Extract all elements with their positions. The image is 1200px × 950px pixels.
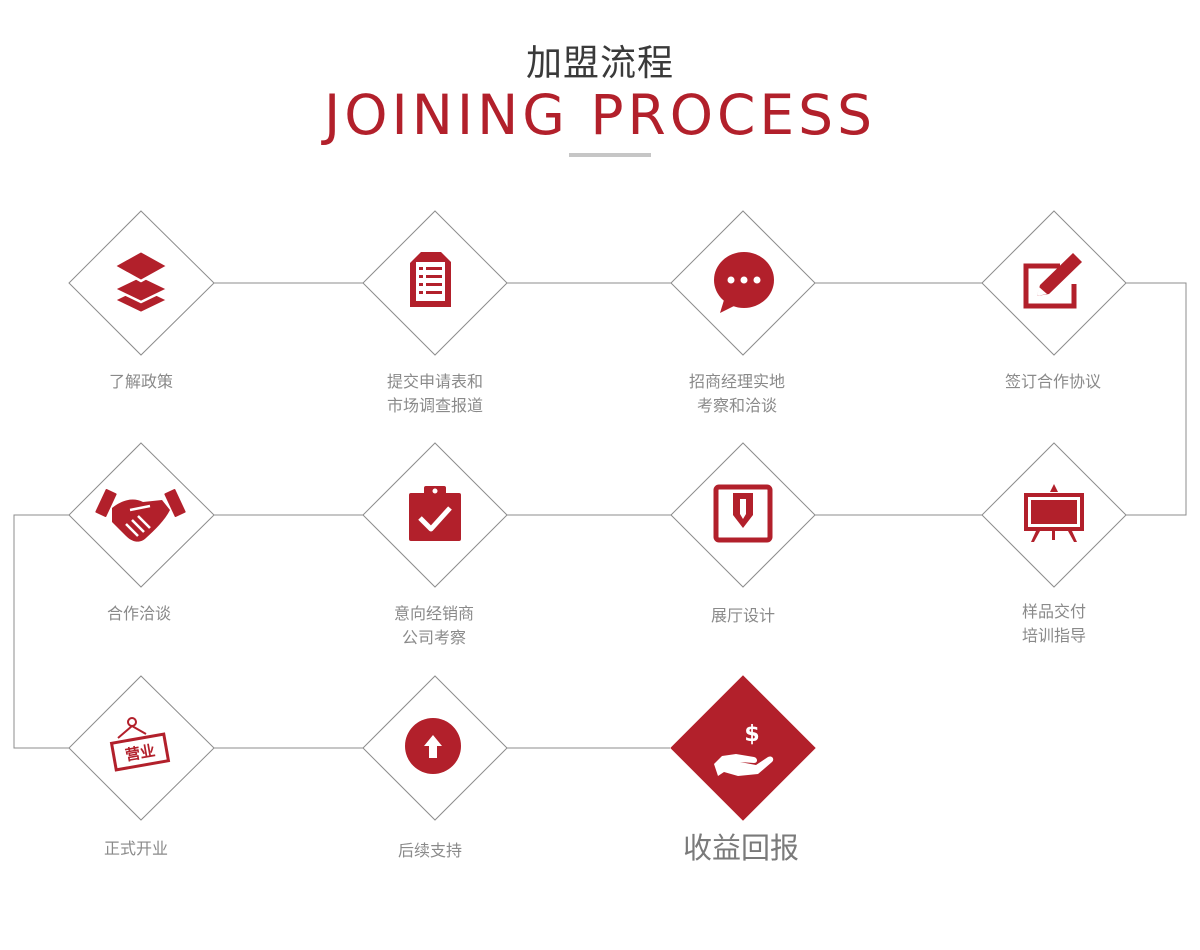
page-title-english: JOINING PROCESS [324,83,876,147]
arrow-up-circle-icon [405,718,461,774]
handshake-icon [95,489,186,542]
step-9-label: 正式开业 [103,839,168,858]
connector-left-return [13,514,70,749]
download-box-icon [713,484,773,543]
easel-board-icon [1024,484,1084,542]
layers-icon [112,249,170,315]
step-11-diamond [670,675,816,821]
connector-right-return [1126,282,1187,516]
document-icon [410,252,451,307]
page-title-chinese: 加盟流程 [525,43,674,84]
edit-icon [1023,253,1082,309]
step-8-label: 合作洽谈 [106,604,171,623]
step-4-label: 签订合作协议 [1004,372,1101,391]
step-10-label: 后续支持 [397,841,462,860]
step-11-label: 收益回报 [682,831,799,865]
clipboard-check-icon [409,486,461,541]
step-6-label: 展厅设计 [710,606,775,625]
open-sign-text: 营业 [124,742,157,765]
step-7-label: 意向经销商公司考察 [393,604,474,647]
step-5-label: 样品交付培训指导 [1021,602,1086,645]
chat-bubble-icon [714,252,774,313]
open-sign-icon: 营业 [109,717,171,772]
step-1-label: 了解政策 [108,372,173,391]
svg-text:$: $ [744,722,759,747]
step-3-label: 招商经理实地考察和洽谈 [688,372,785,415]
title-divider [569,153,651,157]
step-2-label: 提交申请表和市场调查报道 [386,372,483,415]
hand-dollar-icon: $ [714,722,774,776]
